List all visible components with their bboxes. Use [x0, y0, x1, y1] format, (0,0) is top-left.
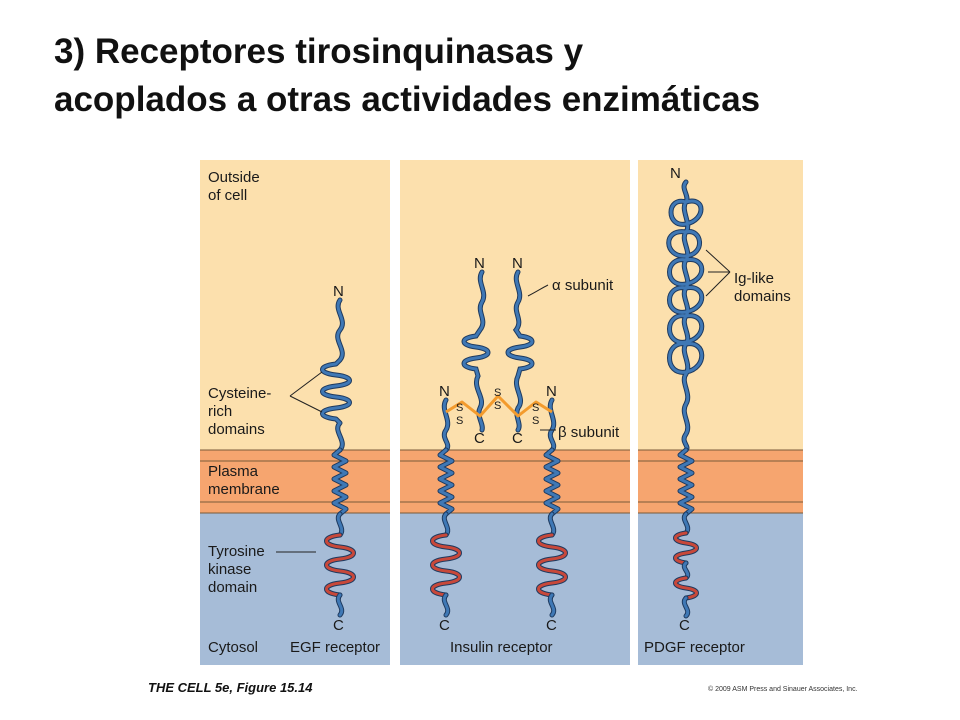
egf-kinase-domain-path-fill	[325, 533, 355, 597]
insulin-beta-right-tail-fill	[548, 593, 556, 617]
tyrosine-kinase-line-3: domain	[208, 579, 257, 596]
ig-like-label: Ig-like domains	[734, 270, 791, 305]
insulin-beta-left-n: N	[439, 383, 450, 400]
insulin-beta-left-c: C	[439, 617, 450, 634]
pdgf-n-terminus: N	[670, 165, 681, 182]
insulin-beta-left-tm-fill	[438, 448, 454, 516]
insulin-alpha-left-c: C	[474, 430, 485, 447]
ig-leader	[705, 249, 731, 297]
slide-title-line-1: 3) Receptores tirosinquinasas y	[54, 32, 584, 71]
ss-label-6: S	[532, 415, 539, 427]
outside-band-pdgf	[638, 160, 803, 450]
insulin-alpha-left-fill	[462, 270, 490, 432]
outside-band-egf	[200, 160, 390, 450]
ss-label-5: S	[532, 402, 539, 414]
cytosol-label: Cytosol	[208, 639, 258, 656]
plasma-membrane-line-2: membrane	[208, 481, 280, 498]
insulin-kinase-right-fill	[537, 533, 567, 597]
panel-name-pdgf: PDGF receptor	[644, 639, 745, 656]
cysteine-rich-line-3: domains	[208, 421, 265, 438]
egf-extracellular-chain	[320, 297, 352, 453]
egf-c-terminus: C	[333, 617, 344, 634]
alpha-leader	[527, 284, 549, 297]
cytosol-band-egf	[200, 513, 390, 665]
insulin-alpha-right-c: C	[512, 430, 523, 447]
cysteine-rich-label: Cysteine- rich domains	[208, 385, 276, 438]
plasma-membrane-label: Plasma membrane	[208, 463, 280, 498]
outside-of-cell-label: Outside of cell	[208, 169, 264, 204]
tyrosine-kinase-label: Tyrosine kinase domain	[208, 543, 269, 596]
membrane-band-insulin	[400, 450, 630, 513]
outside-of-cell-line-1: Outside	[208, 169, 260, 186]
membrane-band-pdgf	[638, 450, 803, 513]
egf-transmembrane-helix-fill	[332, 448, 348, 516]
insulin-beta-left-tail-fill	[442, 593, 450, 617]
pdgf-c-tail-fill	[682, 596, 690, 618]
pdgf-c-terminus: C	[679, 617, 690, 634]
ss-label-2: S	[456, 415, 463, 427]
slide-title-line-2: acoplados a otras actividades enzimática…	[54, 80, 761, 119]
pdgf-kinase-part-2-fill	[674, 576, 698, 600]
cysteine-rich-line-2: rich	[208, 403, 232, 420]
insulin-beta-right-tm-fill	[544, 448, 560, 516]
panel-name-insulin: Insulin receptor	[450, 639, 553, 656]
insulin-beta-right-n: N	[546, 383, 557, 400]
insulin-beta-right-c: C	[546, 617, 557, 634]
egf-extracellular-path-fill	[321, 298, 351, 452]
pdgf-kinase-part-1-fill	[674, 531, 698, 565]
egf-receptor: N C	[320, 283, 356, 634]
cysteine-leader	[289, 371, 323, 413]
ig-like-line-2: domains	[734, 288, 791, 305]
outside-of-cell-line-2: of cell	[208, 187, 247, 204]
pdgf-transmembrane-helix-fill	[678, 448, 694, 516]
egf-c-tail-fill	[336, 593, 344, 617]
pdgf-receptor: N C	[666, 165, 705, 634]
ss-label-4: S	[494, 400, 501, 412]
pdgf-extracellular-path-fill	[667, 180, 704, 452]
ss-label-1: S	[456, 402, 463, 414]
insulin-alpha-right-n: N	[512, 255, 523, 272]
insulin-alpha-right-fill	[506, 270, 534, 432]
insulin-alpha-left-n: N	[474, 255, 485, 272]
tyrosine-kinase-line-1: Tyrosine	[208, 543, 265, 560]
insulin-kinase-left-fill	[431, 533, 461, 597]
ss-label-3: S	[494, 387, 501, 399]
egf-n-terminus: N	[333, 283, 344, 300]
figure-credit: THE CELL 5e, Figure 15.14	[148, 680, 313, 695]
leader-lines	[276, 249, 731, 553]
cysteine-rich-line-1: Cysteine-	[208, 385, 271, 402]
tyrosine-kinase-line-2: kinase	[208, 561, 251, 578]
copyright-notice: © 2009 ASM Press and Sinauer Associates,…	[708, 685, 858, 693]
ig-like-line-1: Ig-like	[734, 270, 774, 287]
plasma-membrane-line-1: Plasma	[208, 463, 259, 480]
alpha-subunit-label: α subunit	[552, 277, 614, 294]
insulin-disulfide-bonds	[445, 394, 553, 418]
cytosol-band-pdgf	[638, 513, 803, 665]
region-backgrounds	[200, 160, 803, 665]
insulin-beta-left-extracellular-fill	[442, 398, 450, 452]
slide-title: 3) Receptores tirosinquinasas y acoplado…	[54, 28, 934, 124]
beta-subunit-label: β subunit	[558, 424, 620, 441]
insulin-receptor: S S S S S S N N C C N N C C	[430, 255, 568, 634]
panel-name-egf: EGF receptor	[290, 639, 380, 656]
